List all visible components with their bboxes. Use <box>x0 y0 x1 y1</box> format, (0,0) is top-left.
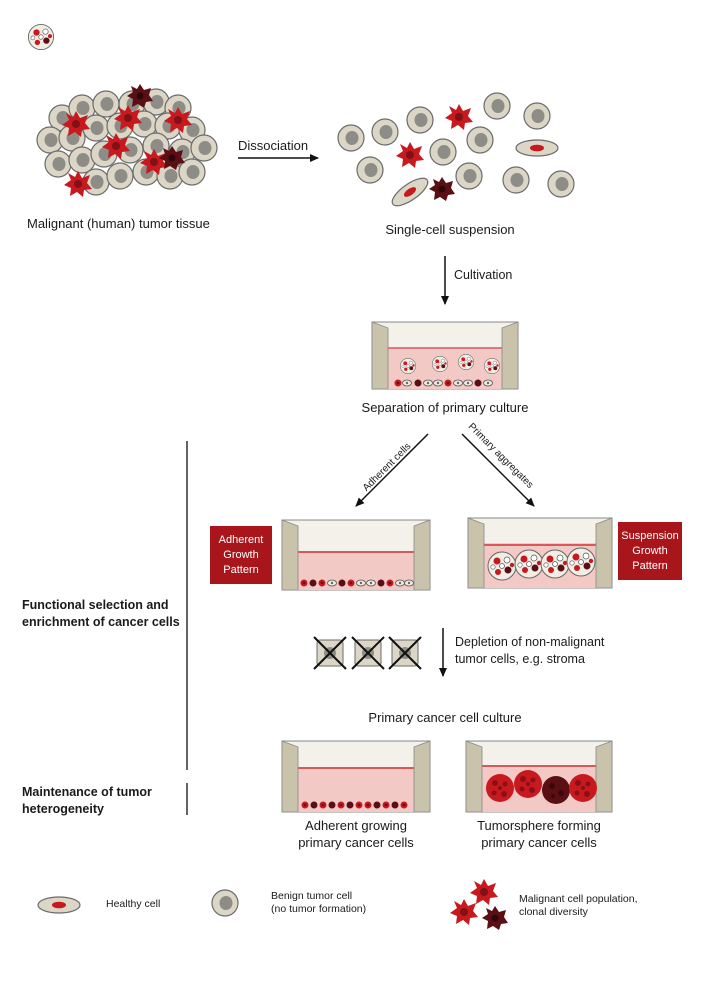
adherent-growing-line2: primary cancer cells <box>298 835 414 850</box>
tumorsphere-line2: primary cancer cells <box>481 835 597 850</box>
legend-benign-line1: Benign tumor cell <box>271 890 353 902</box>
depletion-line1: Depletion of non-malignant <box>455 635 605 649</box>
adherent-cells-arrow <box>355 433 429 507</box>
legend-malignant-line2: clonal diversity <box>519 906 588 918</box>
cultivation-label: Cultivation <box>454 268 513 282</box>
adherent-box-line3: Pattern <box>223 563 259 576</box>
primary-aggregates-arrow <box>461 433 535 507</box>
single-cell-label: Single-cell suspension <box>385 222 515 237</box>
adherent-dish <box>281 519 431 591</box>
legend-benign-line2: (no tumor formation) <box>271 903 367 915</box>
primary-culture-label: Primary cancer cell culture <box>368 710 522 725</box>
legend-malignant-label: Malignant cell population, clonal divers… <box>519 893 679 919</box>
legend-malignant-icon <box>450 879 508 930</box>
dissociation-label: Dissociation <box>238 138 309 153</box>
legend-malignant-line1: Malignant cell population, <box>519 893 638 905</box>
depletion-line2: tumor cells, e.g. stroma <box>455 652 585 666</box>
maintenance-line2: heterogeneity <box>22 802 104 816</box>
functional-selection-label: Functional selection and enrichment of c… <box>22 597 192 631</box>
adherent-box-line1: Adherent <box>218 533 264 546</box>
final-adherent-dish <box>281 740 431 813</box>
functional-line2: enrichment of cancer cells <box>22 615 180 629</box>
depletion-label: Depletion of non-malignant tumor cells, … <box>455 634 655 668</box>
suspension-dish <box>467 517 613 589</box>
tumorsphere-label: Tumorsphere forming primary cancer cells <box>458 817 620 851</box>
legend-healthy-label: Healthy cell <box>106 898 161 910</box>
adherent-growing-line1: Adherent growing <box>305 818 407 833</box>
single-cell-suspension <box>337 92 575 212</box>
maintenance-label: Maintenance of tumor heterogeneity <box>22 784 182 818</box>
maintenance-line1: Maintenance of tumor <box>22 785 152 799</box>
legend-benign-label: Benign tumor cell (no tumor formation) <box>271 890 411 916</box>
tumor-tissue-cluster <box>36 84 218 197</box>
adherent-growing-label: Adherent growing primary cancer cells <box>276 817 436 851</box>
crossed-cells <box>313 636 422 670</box>
tumor-tissue-label: Malignant (human) tumor tissue <box>27 216 210 231</box>
suspension-box-line3: Pattern <box>632 559 668 572</box>
separation-label: Separation of primary culture <box>361 400 529 415</box>
adherent-box-line2: Growth <box>223 548 259 561</box>
separation-dish <box>27 23 519 390</box>
suspension-box-line1: Suspension <box>621 529 679 542</box>
tumorsphere-line1: Tumorsphere forming <box>477 818 601 833</box>
final-tumorsphere-dish <box>465 740 613 813</box>
legend-healthy-icon <box>37 896 81 914</box>
legend-benign-icon <box>211 889 239 917</box>
suspension-box-line2: Growth <box>632 544 668 557</box>
functional-line1: Functional selection and <box>22 598 169 612</box>
